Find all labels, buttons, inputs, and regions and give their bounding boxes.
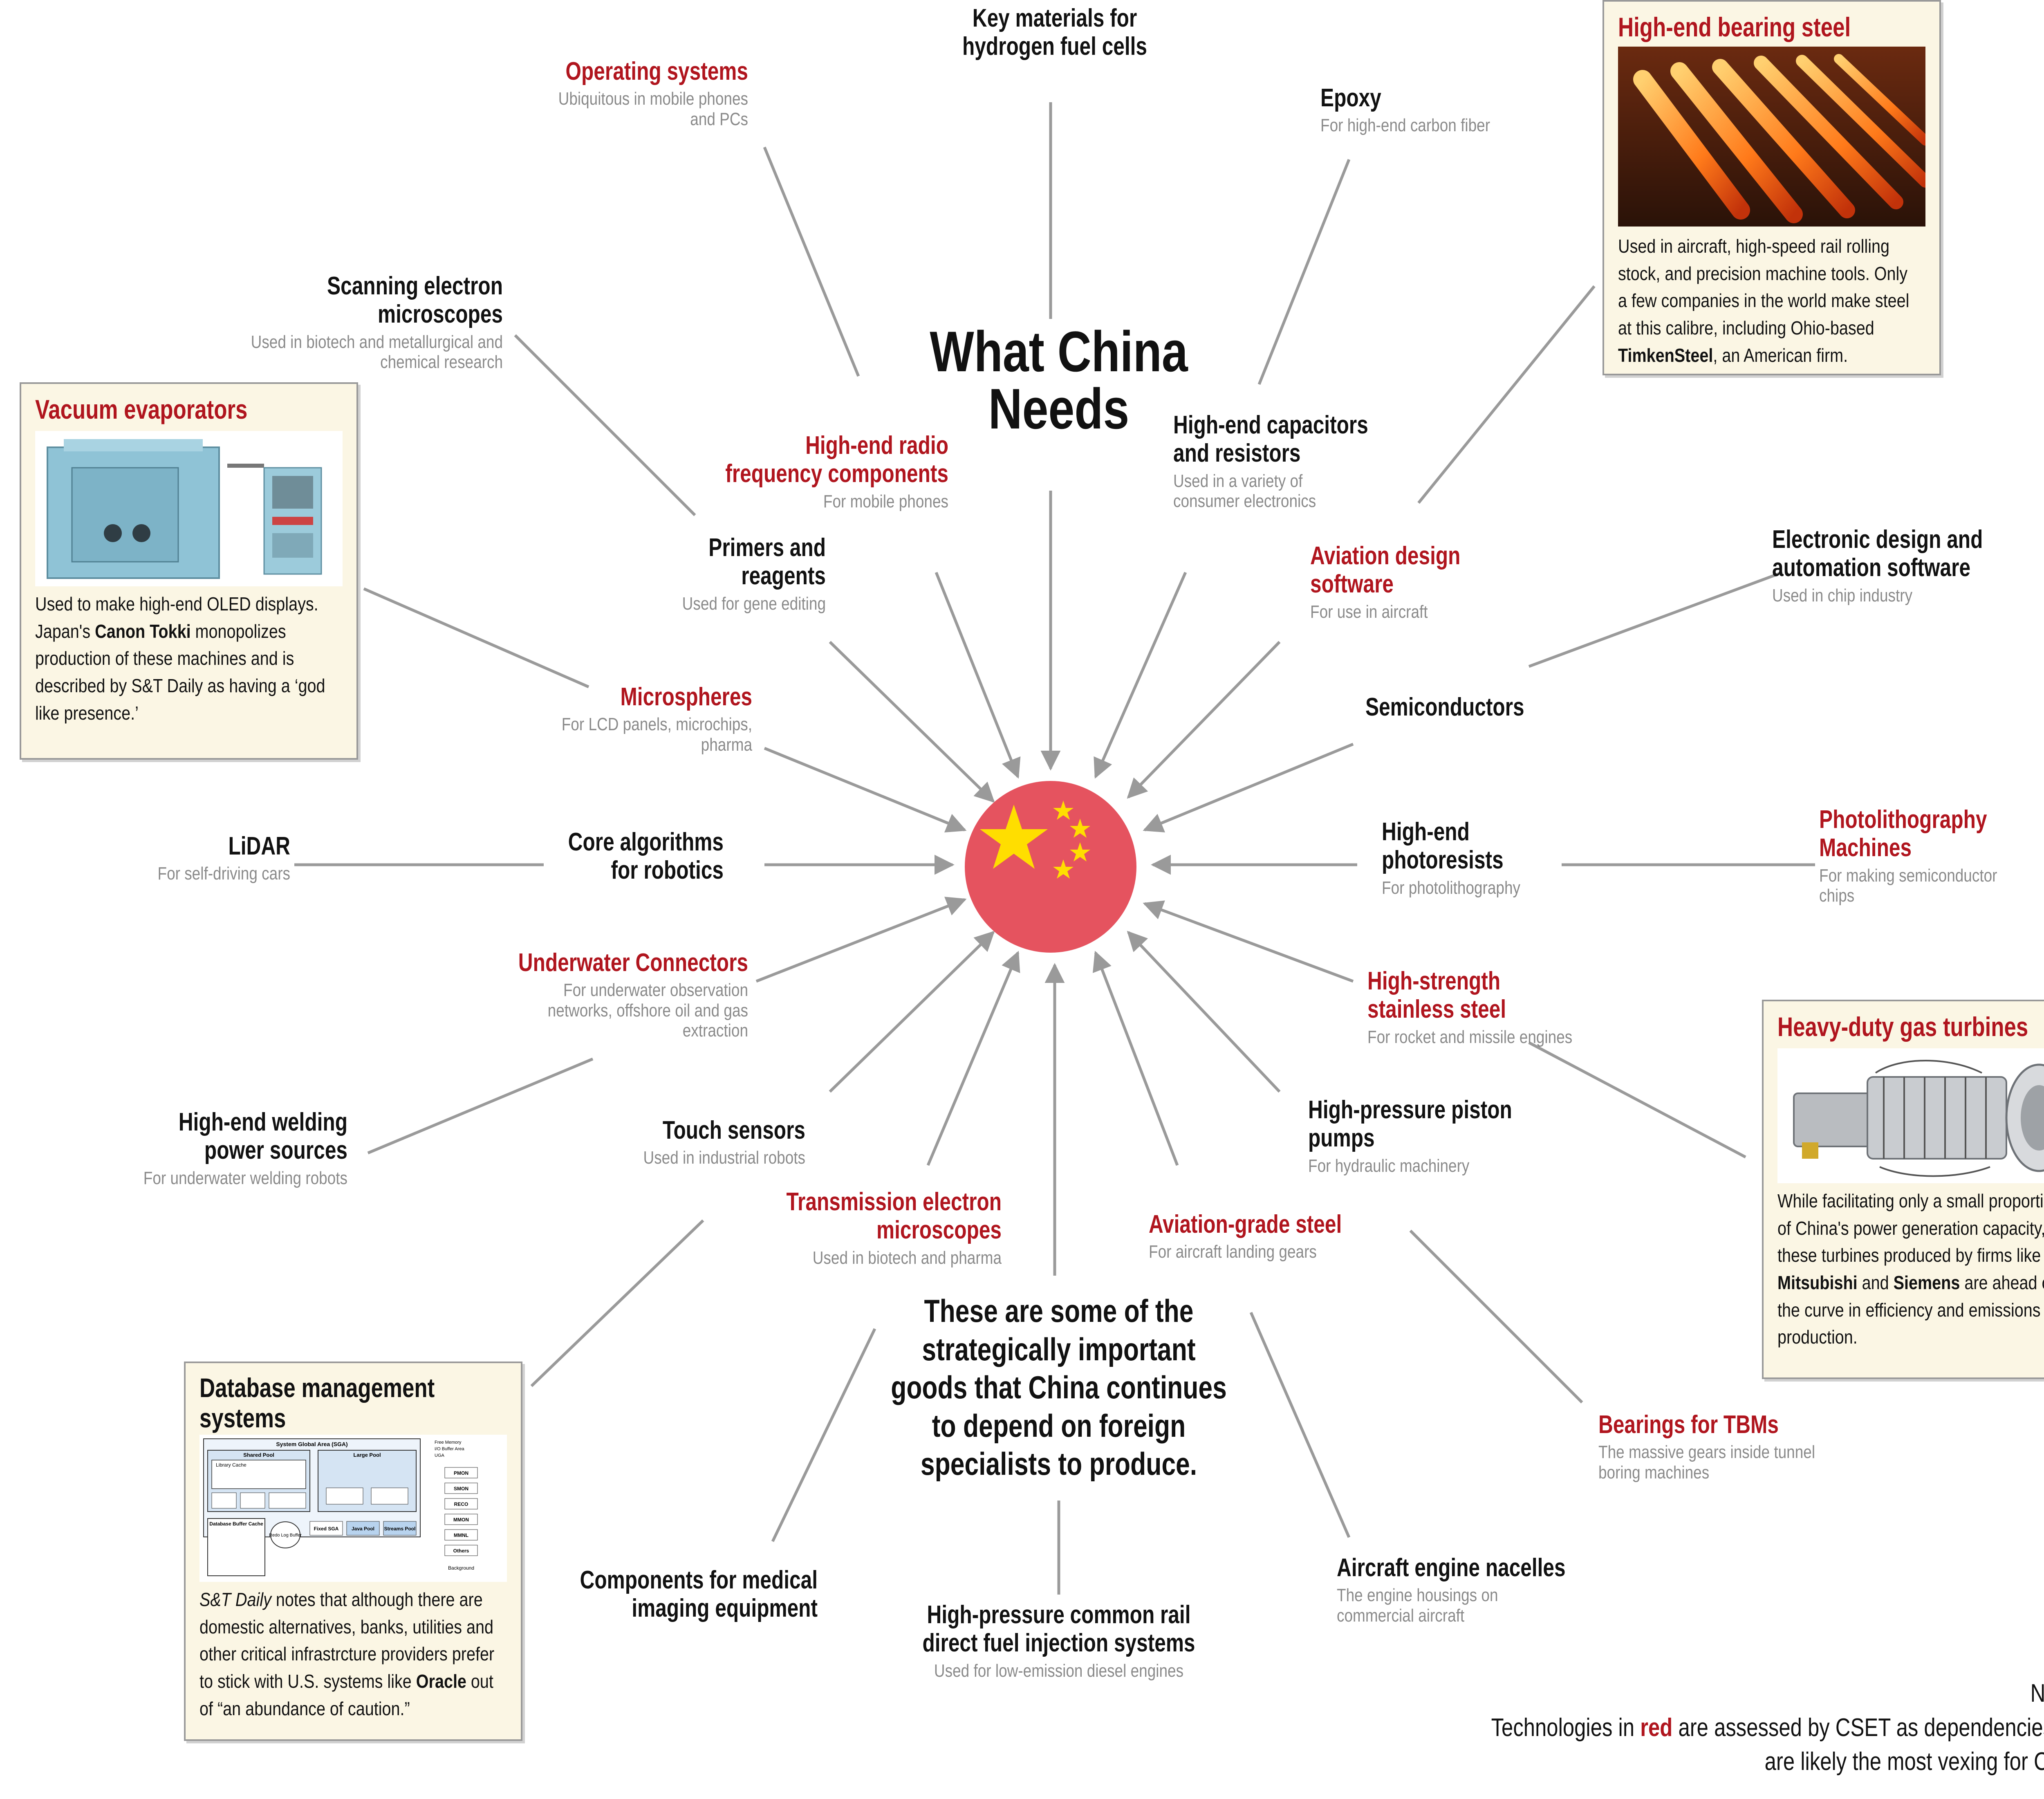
item-tbm: Bearings for TBMs The massive gears insi… <box>1598 1411 1815 1483</box>
svg-text:Redo Log Buffer: Redo Log Buffer <box>269 1533 302 1538</box>
svg-text:Database Buffer Cache: Database Buffer Cache <box>209 1521 263 1527</box>
svg-text:Java Pool: Java Pool <box>352 1526 374 1532</box>
box-bearing-steel: High-end bearing steel Used in <box>1602 0 1941 375</box>
item-epoxy: Epoxy For high-end carbon fiber <box>1320 84 1490 136</box>
footnote: NOTE: Technologies in red are assessed b… <box>1491 1679 2044 1776</box>
box-bearing-steel-title: High-end bearing steel <box>1618 12 1851 42</box>
item-operating-systems: Operating systems Ubiquitous in mobile p… <box>558 57 748 129</box>
database-diagram: System Global Area (SGA) Shared Pool Lib… <box>199 1435 507 1582</box>
svg-text:Background: Background <box>448 1565 474 1571</box>
svg-text:System Global Area (SGA): System Global Area (SGA) <box>276 1441 347 1447</box>
svg-text:PMON: PMON <box>454 1470 468 1476</box>
box-vacuum-evaporators: Vacuum evaporators Used to make high-end… <box>20 382 358 760</box>
lead-text: These are some of the strategically impo… <box>891 1293 1227 1482</box>
svg-text:UGA: UGA <box>435 1453 445 1458</box>
svg-text:Others: Others <box>453 1548 469 1554</box>
box-gas-turbines-title: Heavy-duty gas turbines <box>1777 1012 2028 1042</box>
svg-text:Large Pool: Large Pool <box>353 1452 381 1458</box>
svg-text:Streams Pool: Streams Pool <box>384 1526 416 1532</box>
svg-text:I/O Buffer Area: I/O Buffer Area <box>435 1447 464 1451</box>
item-semiconductors: Semiconductors <box>1365 693 1524 721</box>
china-flag-icon <box>965 781 1136 953</box>
vacuum-evaporator-image <box>35 431 343 586</box>
box-vacuum-title: Vacuum evaporators <box>35 394 248 424</box>
gas-turbine-image <box>1777 1048 2044 1183</box>
box-gas-turbines: Heavy-duty gas turbines While facilitati… <box>1762 1000 2044 1379</box>
svg-text:MMNL: MMNL <box>454 1532 468 1538</box>
item-nacelles: Aircraft engine nacelles The engine hous… <box>1337 1554 1566 1626</box>
svg-text:Fixed SGA: Fixed SGA <box>314 1526 339 1532</box>
svg-text:SMON: SMON <box>454 1486 468 1492</box>
item-underwater: Underwater Connectors For underwater obs… <box>518 949 748 1041</box>
svg-text:Library Cache: Library Cache <box>216 1462 247 1468</box>
svg-text:RECO: RECO <box>454 1501 468 1507</box>
bearing-steel-image <box>1618 47 1925 227</box>
item-lidar: LiDAR For self-driving cars <box>157 832 290 884</box>
svg-text:Free Memory: Free Memory <box>435 1440 462 1445</box>
svg-text:MMON: MMON <box>453 1517 469 1523</box>
item-microspheres: Microspheres For LCD panels, microchips,… <box>561 683 752 755</box>
svg-text:Shared Pool: Shared Pool <box>243 1452 274 1458</box>
item-aviation-steel: Aviation-grade steel For aircraft landin… <box>1149 1210 1342 1262</box>
item-touch: Touch sensors Used in industrial robots <box>643 1116 805 1168</box>
